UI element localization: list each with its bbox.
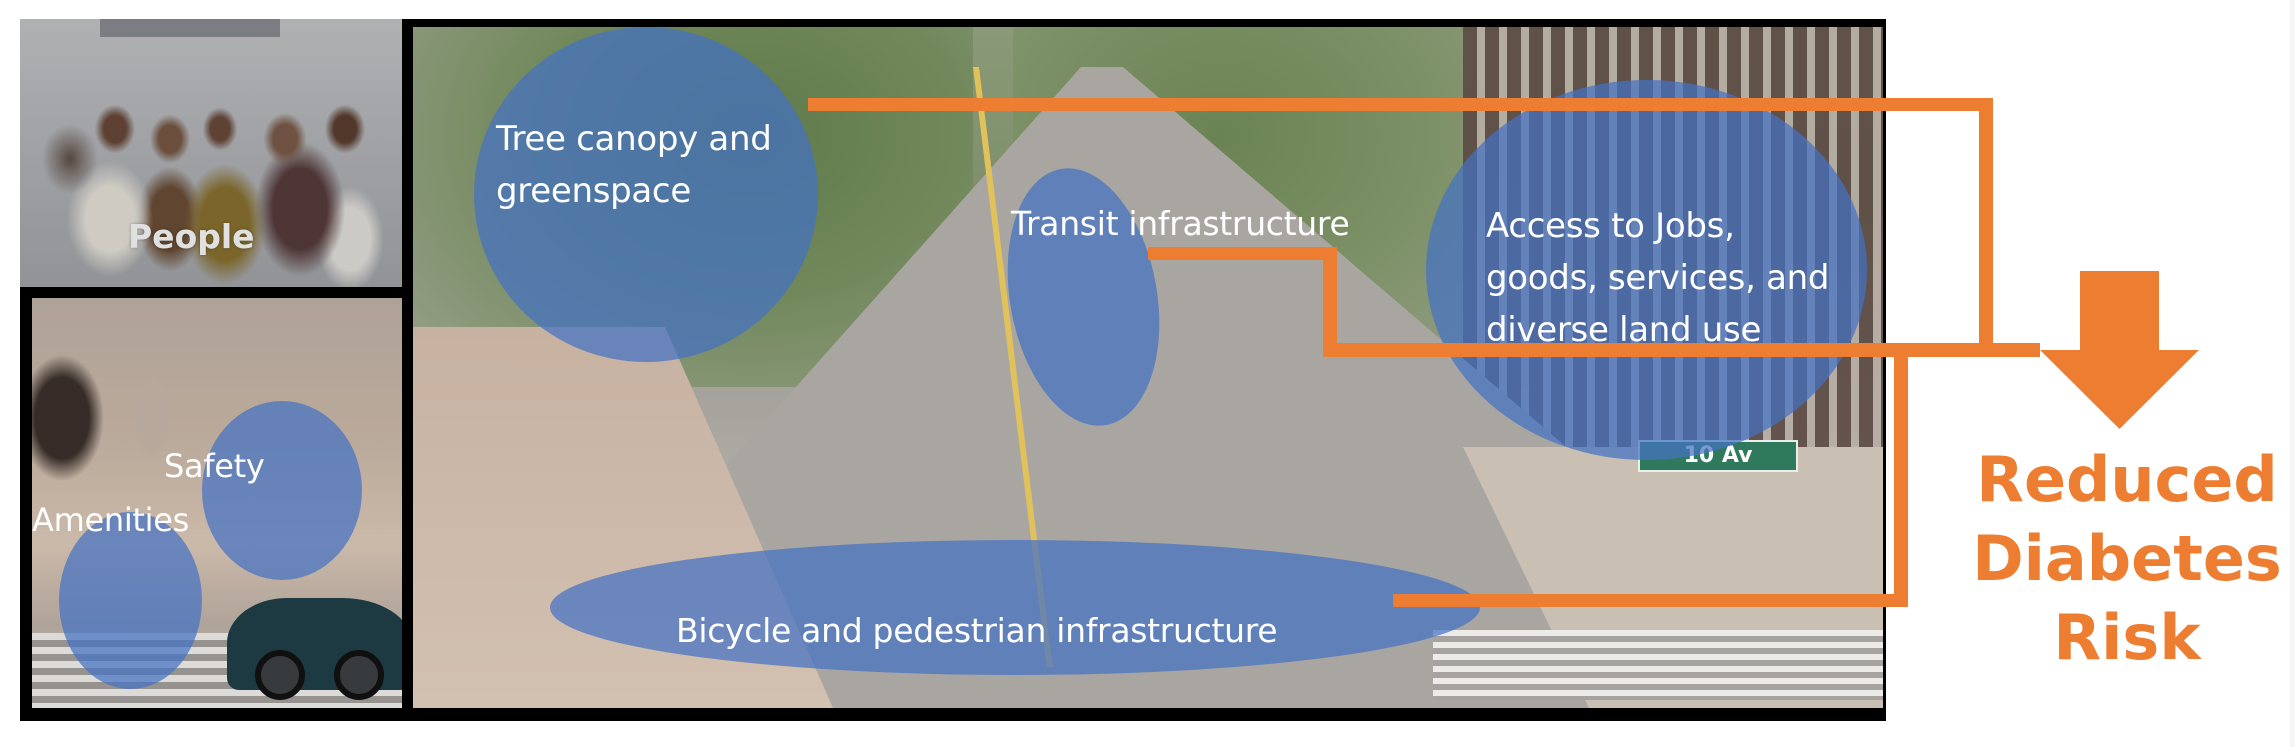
access-line-1: Access to Jobs,	[1486, 206, 1735, 246]
tree-canopy-ellipse	[474, 27, 818, 362]
connector-main-horizontal	[1323, 343, 2040, 357]
down-arrow-icon	[2040, 271, 2199, 429]
transit-label: Transit infrastructure	[1011, 204, 1350, 244]
safety-ellipse	[202, 401, 362, 580]
people-photo: People	[20, 19, 402, 287]
connector-tree-top	[808, 98, 1993, 111]
tree-canopy-line-1: Tree canopy and	[496, 119, 772, 159]
outcome-line-3: Risk	[2053, 601, 2201, 674]
crosswalk-right	[1433, 630, 1883, 700]
people-label: People	[128, 217, 255, 256]
safety-line-1: Safety	[164, 447, 265, 485]
access-label: Access to Jobs, goods, services, and div…	[1486, 200, 1829, 356]
connector-transit-top	[1148, 247, 1337, 260]
outcome-line-2: Diabetes	[1972, 522, 2282, 595]
connector-transit-vertical	[1323, 247, 1337, 357]
car	[227, 598, 402, 700]
tree-canopy-label: Tree canopy and greenspace	[496, 113, 772, 217]
outcome-line-1: Reduced	[1976, 443, 2278, 516]
outcome-label: Reduced Diabetes Risk	[1962, 440, 2292, 677]
bike-ped-line-1: Bicycle and pedestrian infrastructure	[676, 611, 1278, 650]
connector-bike-vertical	[1894, 343, 1908, 607]
connector-tree-vertical	[1979, 98, 1993, 357]
access-line-2: goods, services, and	[1486, 258, 1830, 298]
bike-ped-label: Bicycle and pedestrian infrastructure	[676, 611, 1278, 651]
amenities-ellipse	[59, 512, 202, 689]
transit-line-1: Transit infrastructure	[1011, 204, 1350, 243]
bike-ped-ellipse	[550, 540, 1480, 675]
amenities-line-1: Amenities	[32, 501, 190, 539]
amenities-label: Amenities	[32, 500, 189, 540]
access-ellipse	[1426, 80, 1867, 460]
safety-label: Safety	[164, 446, 265, 486]
edge-strip	[2290, 0, 2295, 747]
tree-canopy-line-2: greenspace	[496, 171, 691, 211]
connector-bike-bottom	[1393, 594, 1908, 607]
